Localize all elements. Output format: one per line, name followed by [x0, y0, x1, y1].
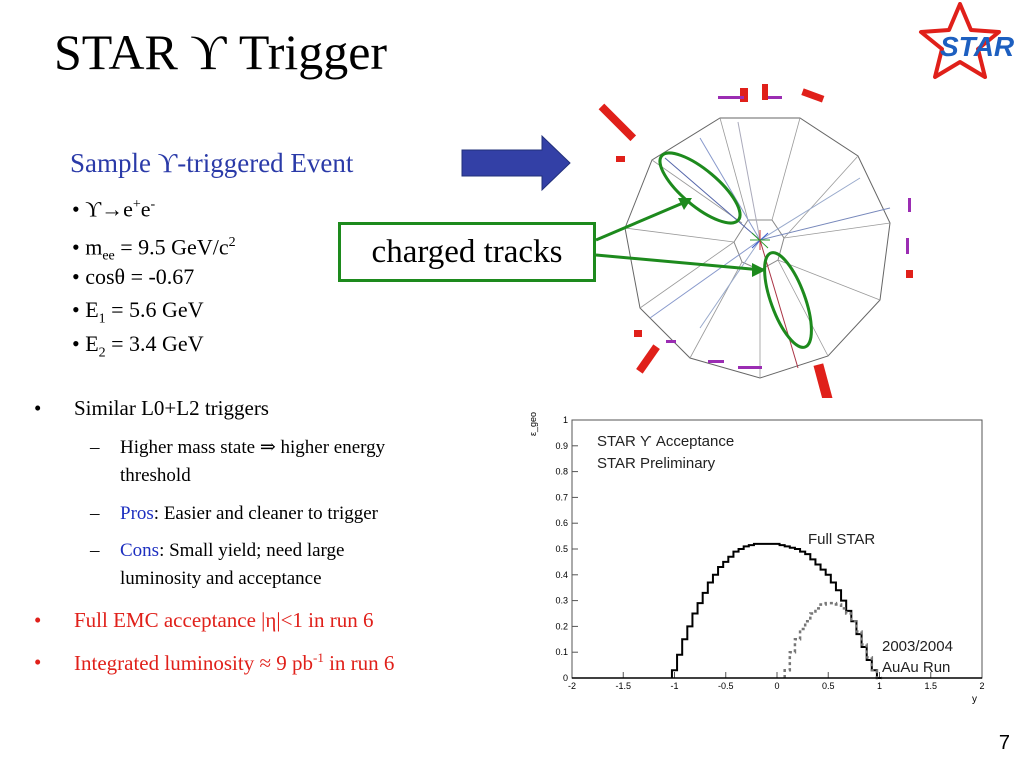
event-e1-sub: 1	[98, 311, 106, 327]
logo-star-shape	[919, 2, 1001, 79]
lumi-pre: Integrated luminosity ≈ 9 pb	[74, 651, 313, 675]
y-tick-label: 0.2	[555, 621, 568, 631]
event-e1-pre: • E	[72, 297, 99, 322]
sub-bullet-higher-mass: – Higher mass state ⇒ higher energy thre…	[90, 434, 385, 490]
y-tick-label: 0.9	[555, 441, 568, 451]
lumi-sup: -1	[313, 650, 324, 665]
event-mass-bullet: •	[72, 234, 80, 260]
detector-outer-polygon	[624, 117, 891, 379]
detector-spokes	[624, 117, 891, 378]
lumi-post: in run 6	[323, 651, 395, 675]
chart-title: STAR ϒ Acceptance	[597, 433, 734, 450]
cons-text-line2: luminosity and acceptance	[120, 568, 322, 589]
series-line-auau-run	[783, 601, 883, 680]
sub-bullet-line1: Higher mass state ⇒ higher energy	[120, 437, 386, 458]
event-cos-line: • cosθ = -0.67	[72, 264, 195, 289]
event-decay-sup1: +	[132, 197, 141, 212]
y-axis-label: ε_geo	[528, 412, 538, 436]
event-mass-pre: m	[85, 234, 103, 260]
event-display	[598, 84, 913, 398]
event-e2-line: • E2 = 3.4 GeV	[72, 331, 204, 366]
x-axis-label: y	[972, 694, 977, 705]
x-tick-label: 1.5	[924, 681, 937, 691]
bullet-full-emc: • Full EMC acceptance |η|<1 in run 6	[34, 608, 374, 633]
x-axis-ticks: -2 -1.5 -1 -0.5 0 0.5 1 1.5 2	[568, 672, 985, 691]
vertex-burst	[750, 230, 770, 250]
y-tick-label: 0.8	[555, 467, 568, 477]
annotation-run-years: 2003/2004	[882, 638, 953, 655]
muon-hits	[666, 96, 911, 369]
sub-bullet-dash: –	[90, 540, 100, 561]
sub-bullet-cons: – Cons: Small yield; need large luminosi…	[90, 537, 344, 593]
bullet-integrated-luminosity: • Integrated luminosity ≈ 9 pb-1 in run …	[34, 650, 394, 676]
bullet-similar-triggers: • Similar L0+L2 triggers	[34, 396, 269, 421]
cons-label: Cons	[120, 540, 160, 561]
page-number: 7	[998, 732, 1010, 754]
y-tick-label: 0.6	[555, 518, 568, 528]
x-tick-label: 0.5	[822, 681, 835, 691]
y-tick-label: 0.1	[555, 647, 568, 657]
y-tick-label: 0.3	[555, 596, 568, 606]
x-tick-label: 0	[774, 681, 779, 691]
chart-subtitle: STAR Preliminary	[597, 455, 716, 472]
event-e1-post: = 5.6 GeV	[105, 297, 204, 322]
cons-text-line1: : Small yield; need large	[159, 540, 345, 561]
x-tick-label: -2	[568, 681, 576, 691]
y-tick-label: 0.7	[555, 492, 568, 502]
event-mass-sup: 2	[228, 235, 236, 250]
event-decay-bullet: •	[72, 196, 80, 222]
slide-title: STAR ϒ Trigger	[54, 24, 388, 80]
event-decay-pre: ϒ→e	[85, 196, 133, 222]
sub-bullet-dash: –	[90, 503, 100, 524]
event-decay-sup2: -	[150, 197, 156, 212]
bullet-text: Similar L0+L2 triggers	[74, 396, 269, 420]
y-tick-label: 1	[563, 415, 568, 425]
event-mass-sub: ee	[102, 248, 115, 264]
sub-bullet-pros: – Pros: Easier and cleaner to trigger	[90, 500, 378, 528]
series-layer	[572, 542, 982, 680]
y-tick-label: 0	[563, 673, 568, 683]
charged-tracks-callout: charged tracks	[338, 222, 596, 282]
event-decay-line: • ϒ→e+e-	[72, 192, 155, 222]
x-tick-label: -1	[670, 681, 678, 691]
x-tick-label: 2	[979, 681, 984, 691]
x-tick-label: -1.5	[615, 681, 631, 691]
event-title: Sample ϒ-triggered Event	[70, 148, 354, 178]
bullet-marker: •	[34, 608, 42, 632]
y-axis-ticks: 0 0.1 0.2 0.3 0.4 0.5 0.6 0.7 0.8 0.9 1	[555, 415, 578, 683]
event-mass-line: • mee = 9.5 GeV/c2	[72, 230, 236, 270]
event-decay-mid: e	[140, 196, 151, 222]
star-logo: STAR	[919, 2, 1015, 79]
event-tracks	[649, 121, 891, 369]
event-e1-line: • E1 = 5.6 GeV	[72, 297, 204, 332]
blue-pointer-arrow	[461, 134, 571, 192]
acceptance-chart: 0 0.1 0.2 0.3 0.4 0.5 0.6 0.7 0.8 0.9 1 -2 -1.5 -1 -0…	[528, 412, 985, 705]
detector-inner-polygon	[733, 219, 785, 271]
sub-bullet-dash: –	[90, 437, 100, 458]
event-e2-post: = 3.4 GeV	[105, 331, 204, 356]
x-tick-label: -0.5	[718, 681, 734, 691]
y-tick-label: 0.5	[555, 544, 568, 554]
pros-label: Pros	[120, 503, 154, 524]
annotation-full-star: Full STAR	[808, 531, 875, 548]
sub-bullet-line2: threshold	[120, 465, 191, 486]
annotation-auau-run: AuAu Run	[882, 659, 950, 676]
pros-text: : Easier and cleaner to trigger	[153, 503, 378, 524]
track-ellipse-lower	[763, 251, 813, 349]
calorimeter-hits	[598, 84, 913, 398]
event-e2-pre: • E	[72, 331, 99, 356]
event-mass-mid: = 9.5 GeV/c	[114, 234, 229, 260]
bullet-text: Full EMC acceptance |η|<1 in run 6	[74, 608, 374, 632]
logo-text: STAR	[940, 31, 1015, 62]
bullet-marker: •	[34, 396, 42, 420]
x-tick-label: 1	[877, 681, 882, 691]
event-e2-sub: 2	[98, 345, 106, 361]
bullet-marker: •	[34, 650, 42, 674]
y-tick-label: 0.4	[555, 570, 568, 580]
